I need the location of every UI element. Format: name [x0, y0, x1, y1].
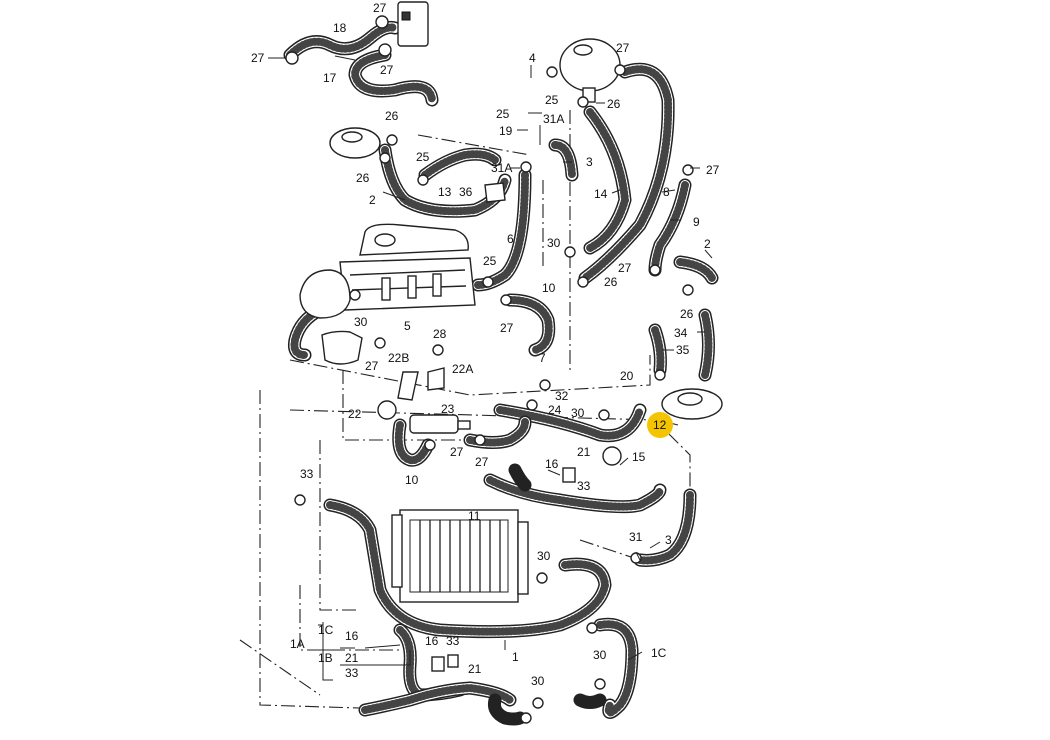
callout-label[interactable]: 16 [545, 457, 559, 471]
callout-label[interactable]: 23 [441, 402, 455, 416]
callout-label[interactable]: 16 [345, 629, 359, 643]
callout-label[interactable]: 27 [706, 163, 720, 177]
callout-label[interactable]: 3 [665, 533, 672, 547]
callout-label[interactable]: 1B [318, 651, 333, 665]
callout-label[interactable]: 36 [459, 185, 473, 199]
callout-label[interactable]: 4 [529, 51, 536, 65]
callout-label[interactable]: 21 [468, 662, 482, 676]
callout-label[interactable]: 20 [620, 369, 634, 383]
callout-label[interactable]: 1C [318, 623, 334, 637]
callout-label[interactable]: 22 [348, 407, 362, 421]
callout-label[interactable]: 31A [491, 161, 512, 175]
callout-label[interactable]: 27 [618, 261, 632, 275]
callout-label[interactable]: 27 [365, 359, 379, 373]
callout-label[interactable]: 8 [663, 185, 670, 199]
hoses [283, 21, 719, 726]
callout-label[interactable]: 26 [604, 275, 618, 289]
leader-lines [268, 55, 713, 681]
callout-label[interactable]: 26 [680, 307, 694, 321]
callout-label[interactable]: 31 [629, 530, 643, 544]
callout-label[interactable]: 30 [537, 549, 551, 563]
callout-label[interactable]: 27 [500, 321, 514, 335]
callout-label[interactable]: 26 [385, 109, 399, 123]
callout-label[interactable]: 27 [380, 63, 394, 77]
callout-label[interactable]: 14 [594, 187, 608, 201]
callout-label[interactable]: 30 [593, 648, 607, 662]
callout-label[interactable]: 1A [290, 637, 305, 651]
callout-label[interactable]: 22B [388, 351, 409, 365]
callout-label[interactable]: 26 [607, 97, 621, 111]
callout-labels: 27 18 27 27 17 4 27 25 26 25 19 31A 3 26… [251, 1, 720, 688]
callout-label[interactable]: 10 [405, 473, 419, 487]
callout-label[interactable]: 12 [653, 418, 667, 432]
callout-label[interactable]: 11 [468, 509, 481, 523]
callout-label[interactable]: 10 [542, 281, 556, 295]
callout-label[interactable]: 30 [531, 674, 545, 688]
callout-label[interactable]: 26 [356, 171, 370, 185]
highlight-marker[interactable] [647, 412, 673, 438]
callout-label[interactable]: 33 [577, 479, 591, 493]
callout-label[interactable]: 27 [475, 455, 489, 469]
callout-label[interactable]: 27 [373, 1, 387, 15]
callout-label[interactable]: 18 [333, 21, 347, 35]
callout-label[interactable]: 21 [345, 651, 359, 665]
callout-label[interactable]: 6 [507, 232, 514, 246]
callout-label[interactable]: 17 [323, 71, 337, 85]
callout-label[interactable]: 5 [404, 319, 411, 333]
callout-label[interactable]: 25 [416, 150, 430, 164]
callout-label[interactable]: 32 [555, 389, 569, 403]
callout-label[interactable]: 22A [452, 362, 473, 376]
components [299, 1, 723, 672]
callout-label[interactable]: 25 [496, 107, 510, 121]
callout-label[interactable]: 30 [354, 315, 368, 329]
callout-label[interactable]: 27 [616, 41, 630, 55]
callout-label[interactable]: 27 [251, 51, 265, 65]
callout-label[interactable]: 24 [548, 403, 562, 417]
callout-label[interactable]: 25 [483, 254, 497, 268]
callout-label[interactable]: 2 [369, 193, 376, 207]
callout-label[interactable]: 7 [539, 351, 546, 365]
callout-label[interactable]: 33 [300, 467, 314, 481]
callout-label[interactable]: 27 [450, 445, 464, 459]
callout-label[interactable]: 19 [499, 124, 513, 138]
callout-label[interactable]: 13 [438, 185, 452, 199]
callout-label[interactable]: 34 [674, 326, 688, 340]
callout-label[interactable]: 25 [545, 93, 559, 107]
callout-label[interactable]: 3 [586, 155, 593, 169]
callout-label[interactable]: 15 [632, 450, 646, 464]
callout-label[interactable]: 1 [512, 650, 519, 664]
callout-label[interactable]: 33 [446, 634, 460, 648]
callout-label[interactable]: 28 [433, 327, 447, 341]
callout-label[interactable]: 30 [547, 236, 561, 250]
callout-label[interactable]: 1C [651, 646, 667, 660]
callout-label[interactable]: 9 [693, 215, 700, 229]
callout-label[interactable]: 21 [577, 445, 591, 459]
callout-label[interactable]: 30 [571, 406, 585, 420]
callout-label[interactable]: 16 [425, 634, 439, 648]
callout-label[interactable]: 2 [704, 237, 711, 251]
callout-label[interactable]: 35 [676, 343, 690, 357]
callout-label[interactable]: 31A [543, 112, 564, 126]
callout-label[interactable]: 33 [345, 666, 359, 680]
